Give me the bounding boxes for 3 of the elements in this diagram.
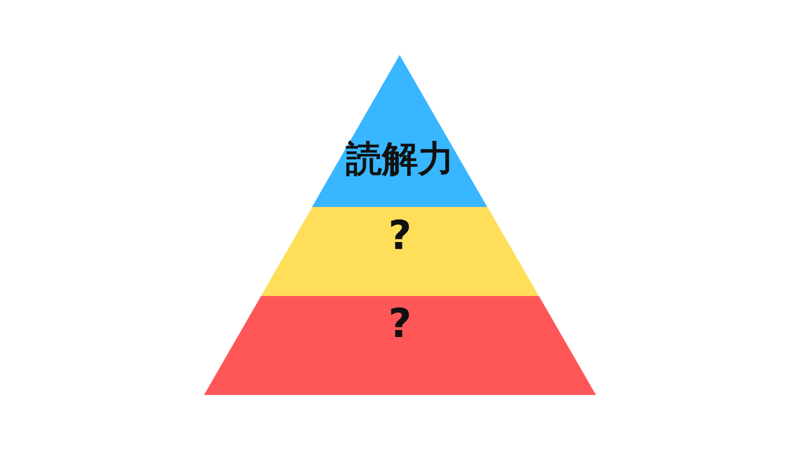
tier-label: ? bbox=[388, 304, 412, 344]
tier-label: ? bbox=[388, 216, 412, 256]
tier-label: 読解力 bbox=[346, 142, 454, 178]
